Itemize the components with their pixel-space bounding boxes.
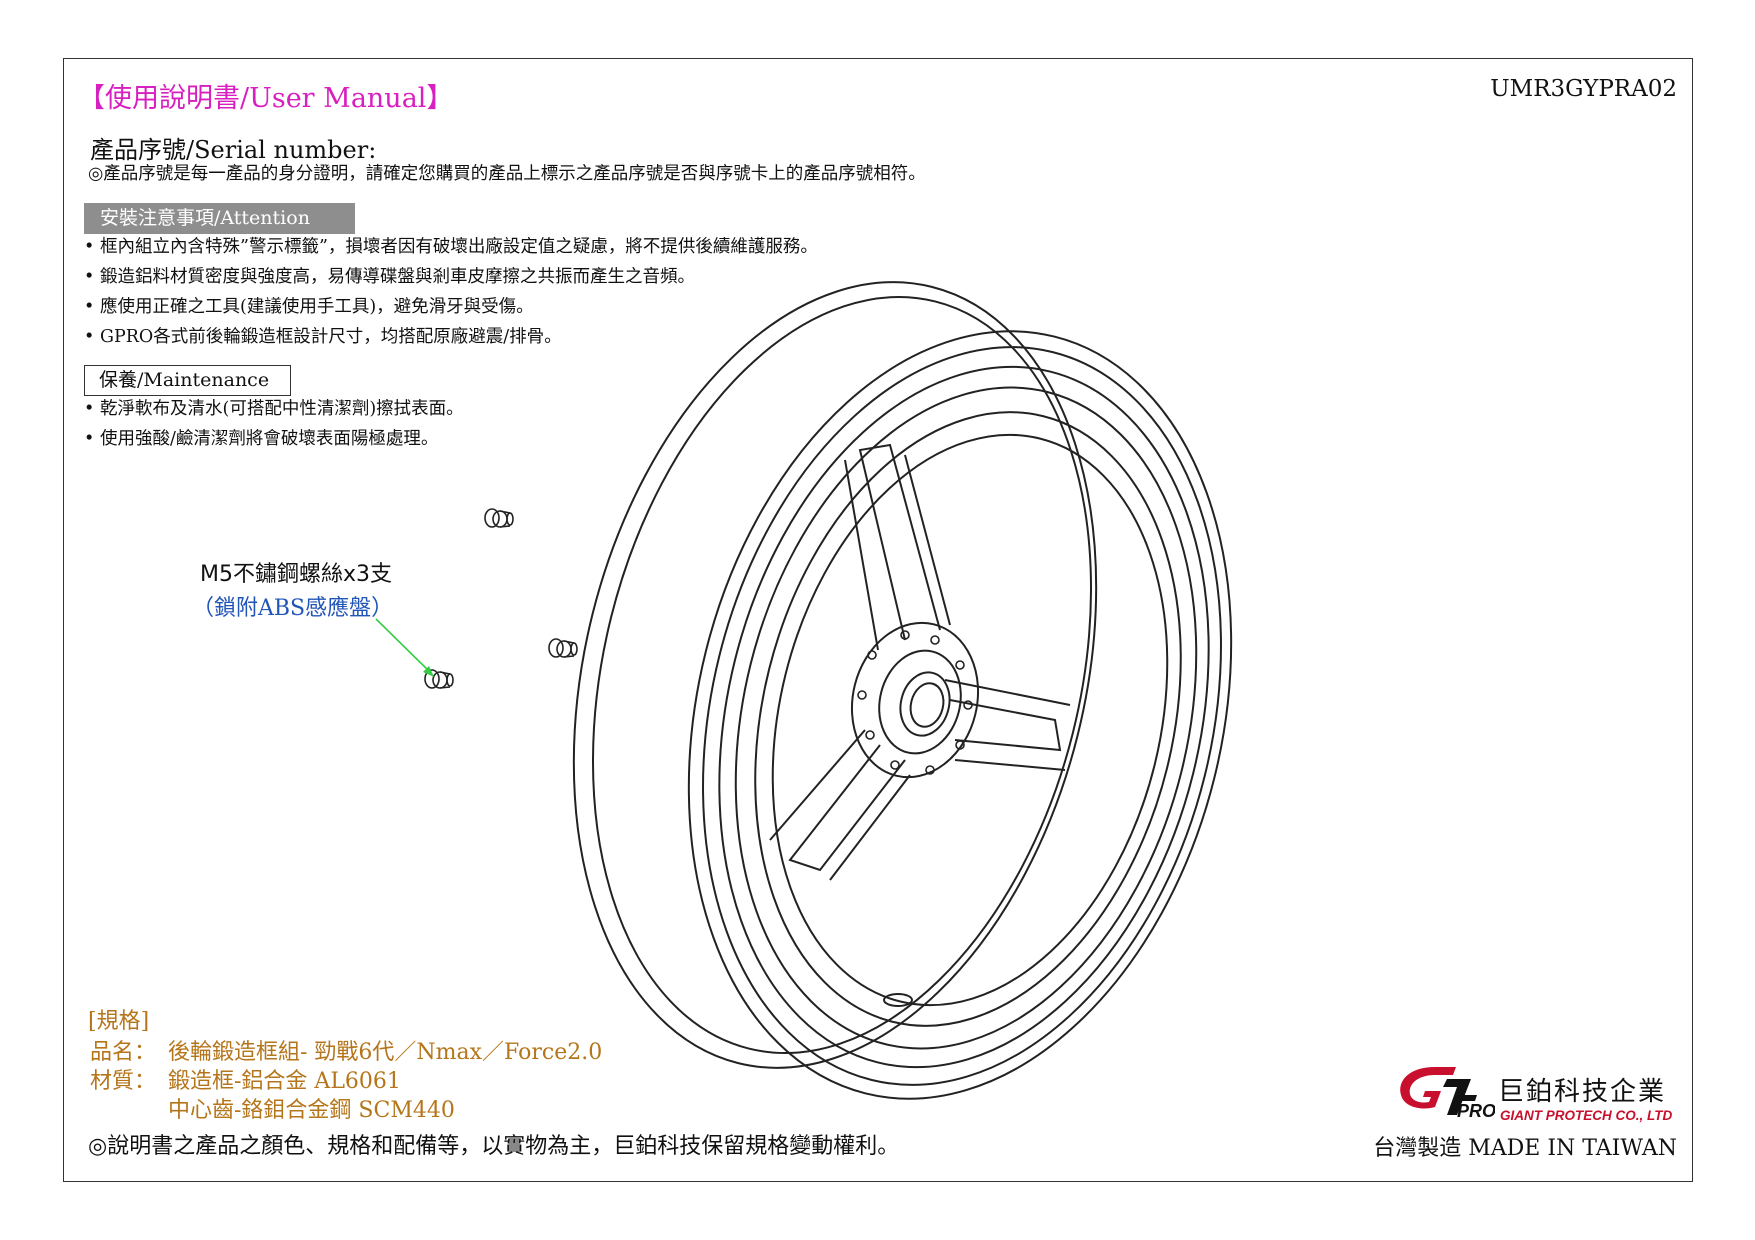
list-item: GPRO各式前後輪鍛造框設計尺寸，均搭配原廠避震/排骨。 <box>84 322 818 352</box>
gpro-logo-icon: PRO <box>1400 1067 1495 1121</box>
made-in-label: 台灣製造 MADE IN TAIWAN <box>1373 1136 1677 1161</box>
spec-name-row: 品名： 後輪鍛造框組- 勁戰6代／Nmax／Force2.0 <box>90 1034 602 1066</box>
spoke-right-detail <box>944 679 1071 771</box>
spoke-bottom-detail <box>769 729 911 881</box>
screw-icon <box>484 508 514 528</box>
spec-material-label: 材質： <box>90 1069 157 1094</box>
rim-ring-rear-outer <box>572 281 1098 1069</box>
list-item: 框內組立內含特殊”警示標籤”，損壞者因有破壞出廠設定值之疑慮，將不提供後續維護服… <box>84 232 818 262</box>
hub-spline <box>899 671 951 737</box>
spec-name-label: 品名： <box>90 1040 157 1065</box>
callout-arrow <box>375 618 434 677</box>
rim-ring-front-2 <box>702 346 1222 1086</box>
spec-material-value-2: 中心齒-鉻鉬合金鋼 SCM440 <box>168 1098 455 1123</box>
spec-material-value: 鍛造框-鋁合金 AL6061 <box>168 1069 401 1094</box>
disclaimer: ◎說明書之產品之顏色、規格和配備等，以實物為主，巨鉑科技保留規格變動權利。 <box>88 1134 900 1159</box>
spec-heading: [規格] <box>88 1009 150 1034</box>
document-code: UMR3GYPRA02 <box>1490 76 1677 102</box>
rim-ring-front-3 <box>718 365 1210 1069</box>
attention-heading: 安裝注意事項/Attention <box>84 203 355 234</box>
manual-title: 【使用說明書/User Manual】 <box>78 83 454 114</box>
spoke-top-detail <box>844 454 951 651</box>
logo-text: PRO <box>1457 1101 1495 1121</box>
hub-spline-inner <box>909 682 945 728</box>
spoke-right <box>949 699 1062 752</box>
serial-text: ◎產品序號是每一產品的身分證明，請確定您購買的產品上標示之產品序號是否與序號卡上… <box>88 164 926 184</box>
list-item: 使用強酸/鹼清潔劑將會破壞表面陽極處理。 <box>84 424 464 454</box>
hub-middle <box>878 649 962 755</box>
rim-ring-front-4 <box>734 386 1198 1050</box>
rim-ring-front-6 <box>771 433 1169 1007</box>
spec-material-row: 材質： 鍛造框-鋁合金 AL6061 <box>90 1063 401 1095</box>
maintenance-heading: 保養/Maintenance <box>84 365 291 396</box>
rim-ring-front-1 <box>687 330 1233 1100</box>
maintenance-list: 乾淨軟布及清水(可搭配中性清潔劑)擦拭表面。 使用強酸/鹼清潔劑將會破壞表面陽極… <box>84 394 464 454</box>
list-item: 乾淨軟布及清水(可搭配中性清潔劑)擦拭表面。 <box>84 394 464 424</box>
company-name-zh: 巨鉑科技企業 <box>1498 1077 1667 1107</box>
serial-heading: 產品序號/Serial number: <box>90 136 377 164</box>
company-name-en: GIANT PROTECH CO., LTD <box>1500 1108 1673 1123</box>
hub-bolt-holes <box>857 630 973 775</box>
rim-ring-front-5 <box>754 411 1182 1027</box>
list-item: 鍛造鋁料材質密度與強度高，易傳導碟盤與剎車皮摩擦之共振而產生之音頻。 <box>84 262 818 292</box>
screw-icon <box>548 638 578 658</box>
list-item: 應使用正確之工具(建議使用手工具)，避免滑牙與受傷。 <box>84 292 818 322</box>
callout-screw-note: （鎖附ABS感應盤） <box>192 596 394 621</box>
rim-ring-rear-inner <box>591 296 1093 1054</box>
attention-list: 框內組立內含特殊”警示標籤”，損壞者因有破壞出廠設定值之疑慮，將不提供後續維護服… <box>84 232 818 352</box>
hub-outer <box>850 621 980 779</box>
spoke-bottom <box>788 744 906 872</box>
callout-screw-label: M5不鏽鋼螺絲x3支 <box>200 562 392 587</box>
page-frame <box>63 58 1693 1182</box>
spoke-top <box>858 443 941 641</box>
valve-hole <box>883 993 913 1007</box>
spec-name-value: 後輪鍛造框組- 勁戰6代／Nmax／Force2.0 <box>168 1040 603 1065</box>
screw-icon <box>424 669 454 689</box>
